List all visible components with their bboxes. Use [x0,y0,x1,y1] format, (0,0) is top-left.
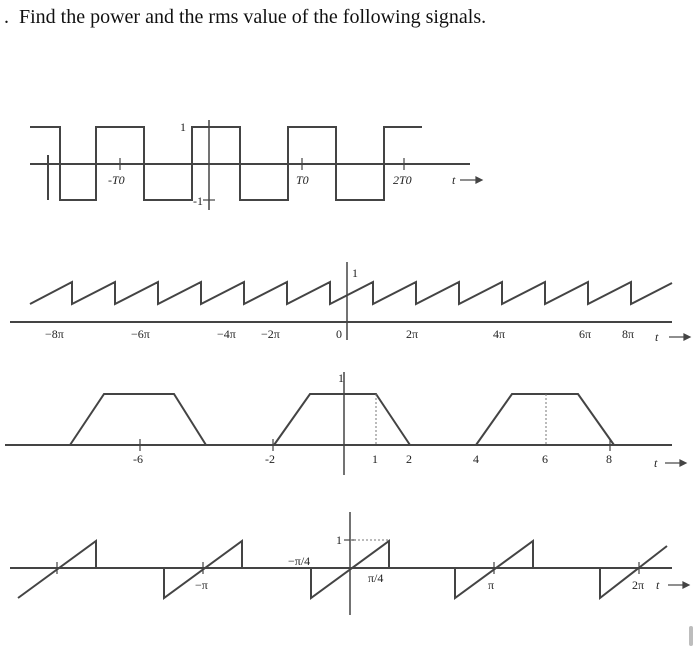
fig-a-label-axis: t [452,173,456,187]
fig-c-trapezoid-left [69,393,207,446]
question-text: Find the power and the rms value of the … [19,6,487,28]
fig-d-ramp-5 [599,545,668,601]
fig-b-label-m8pi: −8π [45,327,64,341]
fig-c-label-amp: 1 [338,371,344,385]
fig-d-label-axis: t [656,578,660,592]
fig-a-label-amp-neg: -1 [193,194,203,208]
fig-b-label-m6pi: −6π [131,327,150,341]
fig-c-trapezoid-right [475,393,615,446]
fig-b-label-m4pi: −4π [217,327,236,341]
fig-d-ramp-1 [17,539,97,599]
fig-b-label-8pi: 8π [622,327,634,341]
fig-c-label-neg2: -2 [265,452,275,466]
fig-d-label-pi: π [488,578,494,592]
fig-a-arrow-head [475,176,484,184]
fig-d-label-pi4: π/4 [368,571,383,585]
fig-d-label-neg-pi: −π [195,578,208,592]
fig-b-arrow-head [683,333,692,341]
fig-c-arrow-head [679,459,688,467]
fig-a-label-t0: T0 [296,173,309,187]
question-title: . Find the power and the rms value of the… [4,6,486,29]
fig-b-label-axis: t [655,330,659,344]
fig-c-trapezoid-center [273,393,411,446]
fig-a-square-wave [30,126,422,201]
fig-c-label-6: 6 [542,452,548,466]
fig-c-label-8: 8 [606,452,612,466]
fig-d-label-neg-pi4: −π/4 [288,554,310,568]
fig-a-label-neg-t0: -T0 [108,173,125,187]
fig-b-label-m2pi: −2π [261,327,280,341]
fig-b-label-amp: 1 [352,266,358,280]
fig-c-label-1: 1 [372,452,378,466]
fig-b-label-4pi: 4π [493,327,505,341]
fig-a-label-2t0: 2T0 [393,173,412,187]
fig-d-label-2pi: 2π [632,578,644,592]
fig-b-label-6pi: 6π [579,327,591,341]
fig-a-label-amp-pos: 1 [180,120,186,134]
fig-c-label-axis: t [654,456,658,470]
fig-d-label-amp: 1 [336,533,342,547]
fig-c-label-4: 4 [473,452,479,466]
fig-b-label-2pi: 2π [406,327,418,341]
fig-b-label-zero: 0 [336,327,342,341]
fig-d-arrow-head [682,581,691,589]
fig-c-label-neg6: -6 [133,452,143,466]
fig-c-label-2: 2 [406,452,412,466]
question-bullet: . [4,6,9,28]
fig-b-sawtooth-wave [29,280,673,306]
scrollbar-thumb[interactable] [689,626,693,646]
